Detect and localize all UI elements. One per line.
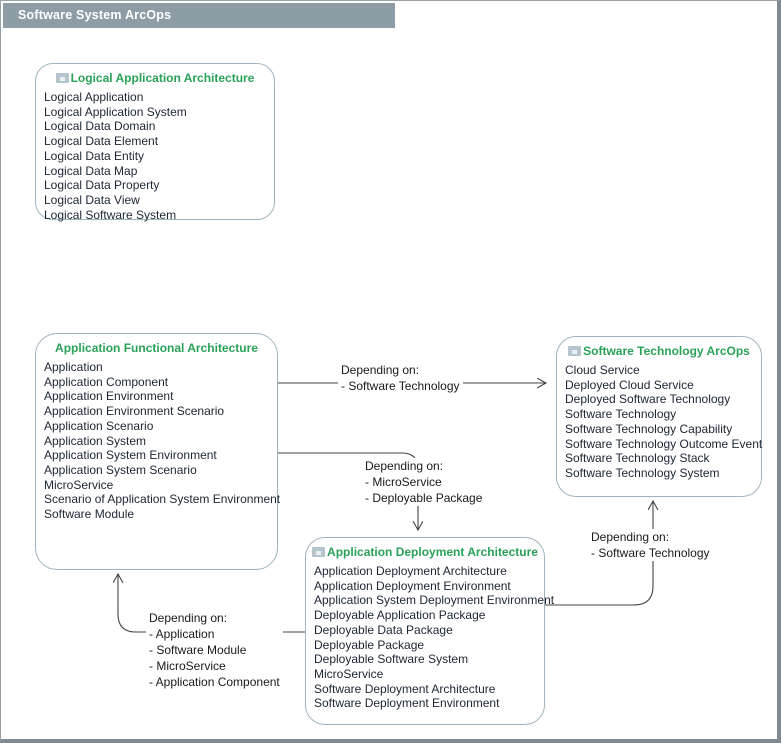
list-item: Logical Data Element — [44, 134, 159, 149]
node-title: Software Technology ArcOps — [583, 344, 750, 358]
dependency-label: Depending on: - MicroService - Deployabl… — [362, 458, 486, 506]
list-item: Logical Data Entity — [44, 148, 145, 163]
list-item: Logical Software System — [44, 207, 177, 222]
list-item: Software Technology — [565, 407, 677, 422]
dependency-label: Depending on: - Application - Software M… — [146, 610, 283, 690]
list-item: Application System — [44, 433, 147, 448]
dependency-label: Depending on: - Software Technology — [588, 529, 713, 561]
package-icon-inner — [316, 551, 322, 555]
list-item: Scenario of Application System Environme… — [44, 492, 281, 507]
list-item: Application Environment Scenario — [44, 404, 225, 419]
list-item: Logical Application — [44, 90, 144, 104]
list-item: Deployable Software System — [314, 652, 469, 667]
list-item: Application Deployment Environment — [314, 578, 511, 593]
node-application-functional-architecture[interactable]: Application Functional Architecture Appl… — [35, 333, 281, 570]
node-title-row: Logical Application Architecture — [36, 64, 274, 85]
list-item: Deployed Software Technology — [565, 392, 731, 407]
list-item: Application Scenario — [44, 418, 154, 433]
diagram-title-bar: Software System ArcOps — [3, 3, 395, 28]
dependency-label: Depending on: - Software Technology — [338, 362, 463, 394]
list-item: Software Deployment Environment — [314, 696, 500, 711]
list-item: Software Module — [44, 507, 135, 522]
list-item: Application System Deployment Environmen… — [314, 593, 555, 608]
node-application-deployment-architecture[interactable]: Application Deployment Architecture Appl… — [305, 537, 555, 725]
node-title-row: Application Deployment Architecture — [306, 538, 544, 559]
list-item: Application System Scenario — [44, 462, 197, 477]
list-item: Deployable Application Package — [314, 608, 486, 623]
package-icon — [568, 346, 582, 356]
list-item: Cloud Service — [565, 363, 640, 377]
package-icon — [312, 547, 326, 557]
node-title-row: Application Functional Architecture — [36, 334, 277, 355]
list-item: Deployed Cloud Service — [565, 377, 694, 392]
list-item: Application Environment — [44, 389, 174, 404]
list-item: Software Technology System — [565, 465, 720, 480]
list-item: Logical Application System — [44, 104, 187, 119]
list-item: Software Technology Stack — [565, 451, 710, 466]
list-item: Deployable Package — [314, 637, 425, 652]
list-item: Application — [44, 360, 103, 374]
node-title: Application Functional Architecture — [55, 341, 258, 355]
node-logical-application-architecture[interactable]: Logical Application Architecture Logical… — [35, 63, 275, 222]
list-item: Software Technology Capability — [565, 421, 733, 436]
list-item: Logical Data Property — [44, 178, 160, 193]
node-title: Application Deployment Architecture — [327, 545, 538, 559]
node-software-technology-arcops[interactable]: Software Technology ArcOps Cloud Service… — [556, 336, 762, 497]
list-item: Logical Data Domain — [44, 119, 156, 134]
list-item: MicroService — [44, 477, 114, 492]
list-item: Logical Data View — [44, 192, 140, 207]
package-icon — [55, 73, 69, 83]
list-item: MicroService — [314, 666, 384, 681]
diagram-title: Software System ArcOps — [18, 8, 172, 22]
node-title: Logical Application Architecture — [70, 71, 255, 85]
list-item: Logical Data Map — [44, 163, 138, 178]
list-item: Application Component — [44, 374, 169, 389]
package-icon-inner — [572, 350, 578, 354]
node-title-row: Software Technology ArcOps — [557, 337, 761, 358]
list-item: Application System Environment — [44, 448, 217, 463]
list-item: Software Deployment Architecture — [314, 681, 496, 696]
package-icon-inner — [59, 77, 65, 81]
list-item: Application Deployment Architecture — [314, 564, 507, 578]
list-item: Deployable Data Package — [314, 622, 453, 637]
list-item: Software Technology Outcome Event — [565, 436, 763, 451]
